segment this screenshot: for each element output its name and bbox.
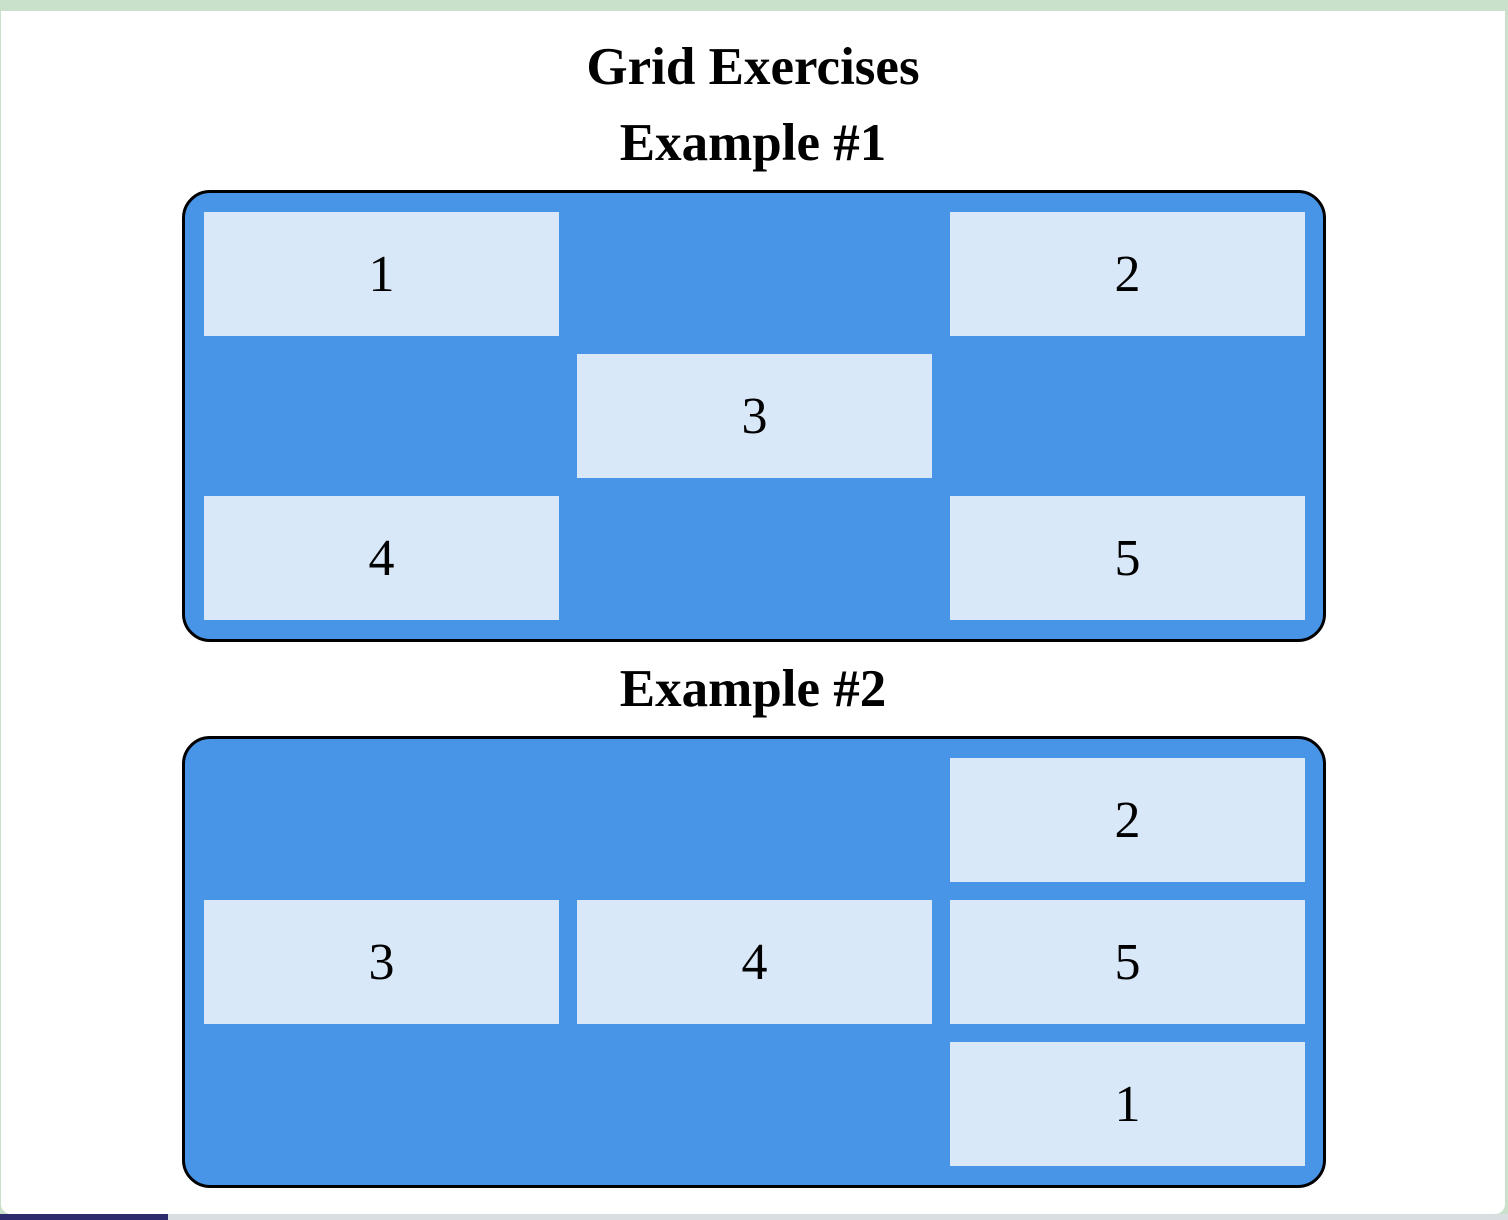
page: Grid Exercises Example #1 1 2 3 4 5 Exam… bbox=[1, 11, 1505, 1214]
grid-item: 2 bbox=[950, 758, 1305, 882]
grid-item: 3 bbox=[204, 900, 559, 1024]
grid-item: 1 bbox=[950, 1042, 1305, 1166]
example-1-grid: 1 2 3 4 5 bbox=[182, 190, 1326, 642]
grid-item: 5 bbox=[950, 496, 1305, 620]
dock-strip bbox=[0, 1214, 1508, 1220]
example-1-heading: Example #1 bbox=[619, 114, 887, 172]
page-title: Grid Exercises bbox=[586, 38, 920, 96]
grid-item: 5 bbox=[950, 900, 1305, 1024]
example-2-grid: 2 3 4 5 1 bbox=[182, 736, 1326, 1188]
grid-item: 3 bbox=[577, 354, 932, 478]
example-2-heading: Example #2 bbox=[619, 660, 887, 718]
grid-item: 2 bbox=[950, 212, 1305, 336]
grid-item: 4 bbox=[204, 496, 559, 620]
dock-segment bbox=[0, 1214, 168, 1220]
grid-item: 4 bbox=[577, 900, 932, 1024]
grid-item: 1 bbox=[204, 212, 559, 336]
